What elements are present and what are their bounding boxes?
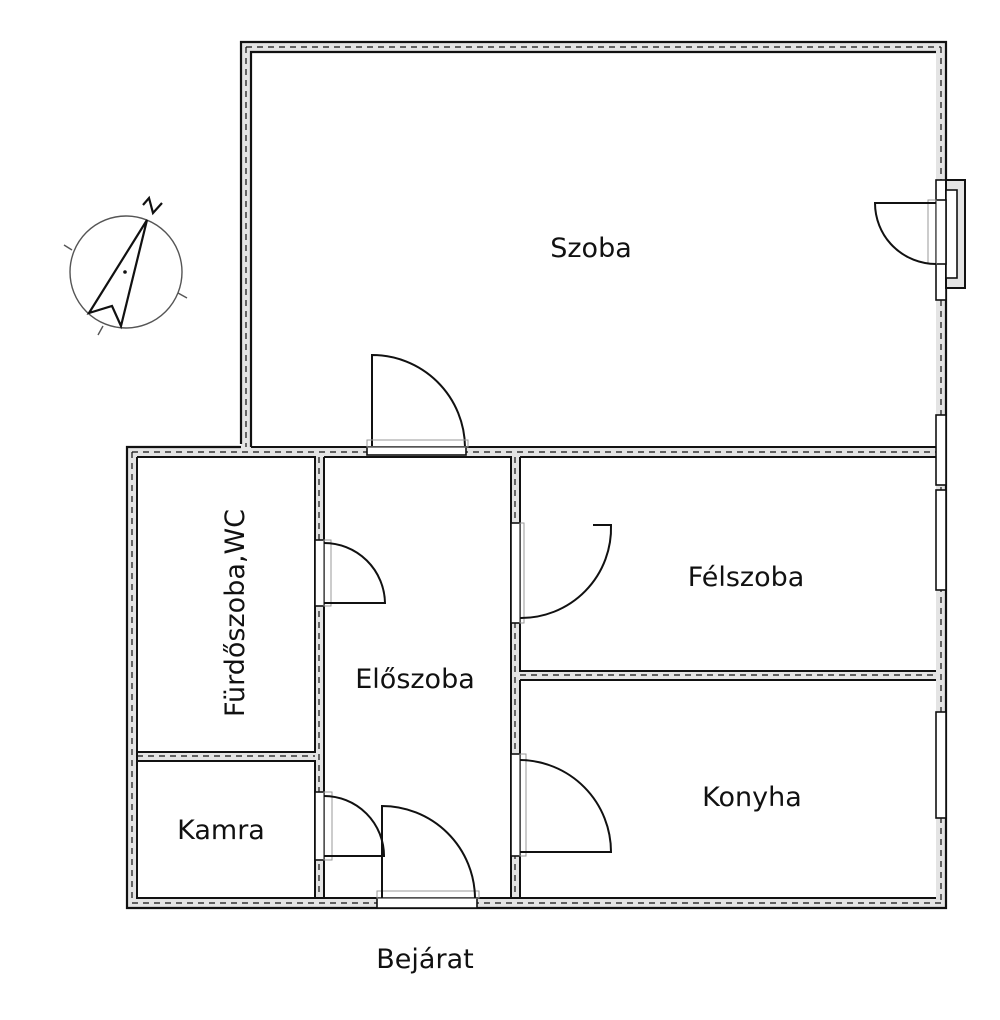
balcony-door: [873, 199, 947, 265]
room-label-eloszoba: Előszoba: [355, 664, 475, 695]
compass-circle: [69, 215, 183, 329]
north-arrow-icon: [86, 219, 149, 330]
windows: [935, 179, 966, 819]
kamra-door: [314, 791, 386, 861]
bathroom-door: [314, 539, 387, 607]
room-label-furdoszoba: Fürdőszoba,WC: [220, 509, 251, 717]
compass: [63, 195, 188, 336]
konyha-door: [510, 753, 613, 857]
room-label-szoba: Szoba: [550, 233, 632, 264]
entrance-door: [376, 804, 480, 909]
room-label-felszoba: Félszoba: [688, 562, 805, 593]
room-label-konyha: Konyha: [702, 782, 802, 813]
szoba-door: [366, 353, 469, 456]
room-label-kamra: Kamra: [177, 815, 265, 846]
walls: [125, 40, 948, 910]
north-label-glyph: [142, 195, 163, 216]
felszoba-door: [510, 522, 613, 624]
doors: [314, 199, 947, 909]
entrance-label: Bejárat: [376, 944, 473, 975]
